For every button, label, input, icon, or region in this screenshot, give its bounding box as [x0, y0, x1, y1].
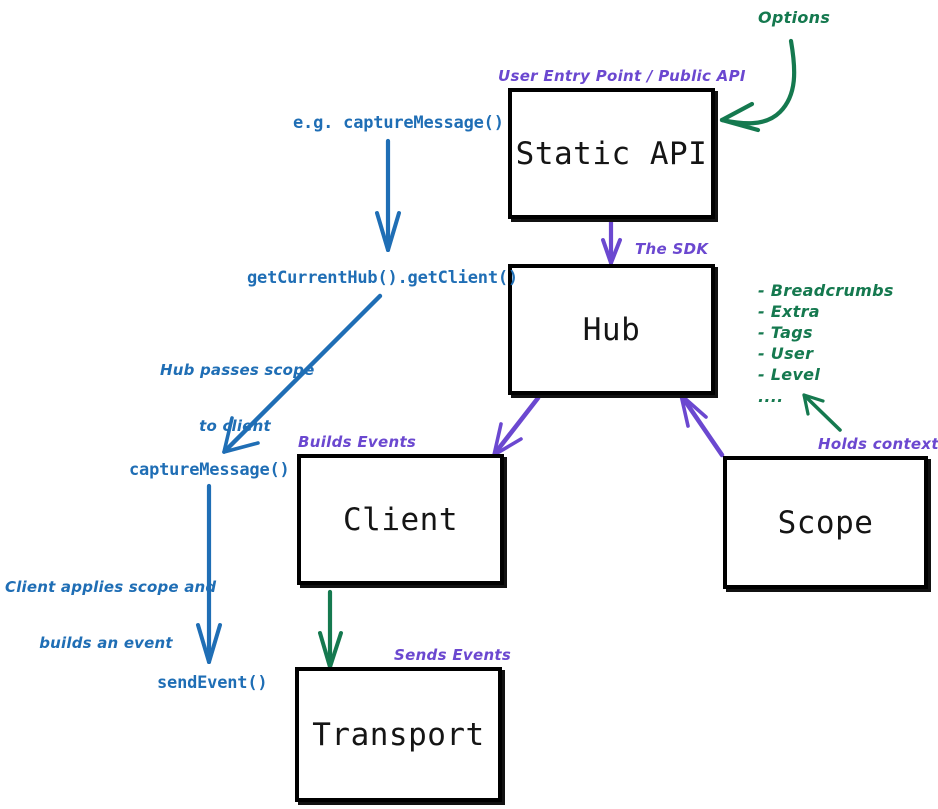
note-client-applies-scope-line2: builds an event: [39, 633, 173, 652]
note-hub-passes-scope: Hub passes scope to client: [160, 323, 315, 473]
annotation-user-entry-point: User Entry Point / Public API: [498, 67, 746, 85]
label-send-event: sendEvent(): [157, 673, 268, 693]
context-list: - Breadcrumbs - Extra - Tags - User - Le…: [758, 280, 894, 407]
node-transport[interactable]: Transport: [295, 667, 502, 802]
node-scope-label: Scope: [777, 504, 874, 541]
annotation-holds-context: Holds context: [818, 435, 938, 453]
node-static-api[interactable]: Static API: [508, 88, 715, 219]
node-hub[interactable]: Hub: [508, 264, 715, 395]
context-list-item: - Extra: [758, 302, 820, 322]
annotation-the-sdk: The SDK: [635, 240, 709, 258]
label-eg-capture-message: e.g. captureMessage(): [293, 113, 504, 133]
note-client-applies-scope: Client applies scope and builds an event: [5, 540, 217, 690]
arrow-hub-to-client: [492, 395, 541, 457]
annotation-builds-events: Builds Events: [298, 433, 417, 451]
node-client-label: Client: [343, 501, 458, 538]
note-hub-passes-scope-line2: to client: [199, 416, 271, 435]
context-list-item: - Level: [758, 365, 821, 385]
arrow-static-api-to-hub: [601, 216, 622, 265]
arrow-client-to-transport: [318, 589, 343, 669]
arrow-static-call-down: [375, 138, 401, 252]
context-list-item: - Tags: [758, 323, 813, 343]
label-get-current-hub-get-client: getCurrentHub().getClient(): [247, 268, 518, 288]
node-client[interactable]: Client: [297, 454, 504, 585]
context-list-item: - Breadcrumbs: [758, 281, 894, 300]
node-hub-label: Hub: [582, 311, 641, 348]
label-capture-message: captureMessage(): [129, 460, 290, 480]
arrow-scope-to-hub: [679, 393, 725, 458]
node-scope[interactable]: Scope: [723, 456, 928, 589]
node-static-api-label: Static API: [515, 135, 708, 172]
annotation-sends-events: Sends Events: [394, 646, 512, 664]
context-list-item: - User: [758, 344, 814, 364]
node-transport-label: Transport: [312, 716, 485, 753]
annotation-options: Options: [758, 8, 831, 27]
note-client-applies-scope-line1: Client applies scope and: [5, 577, 217, 596]
note-hub-passes-scope-line1: Hub passes scope: [160, 360, 315, 379]
context-list-item: ....: [758, 386, 784, 406]
